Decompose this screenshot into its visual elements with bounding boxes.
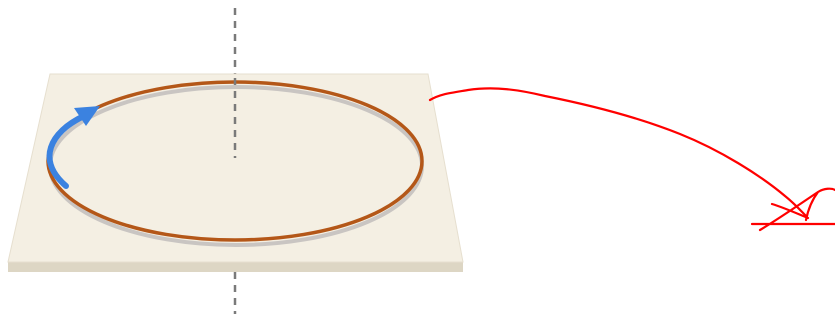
plate-side <box>8 262 463 272</box>
annotation-scribble <box>752 189 835 230</box>
annotation-curve <box>430 88 806 216</box>
plate-top <box>8 74 463 262</box>
